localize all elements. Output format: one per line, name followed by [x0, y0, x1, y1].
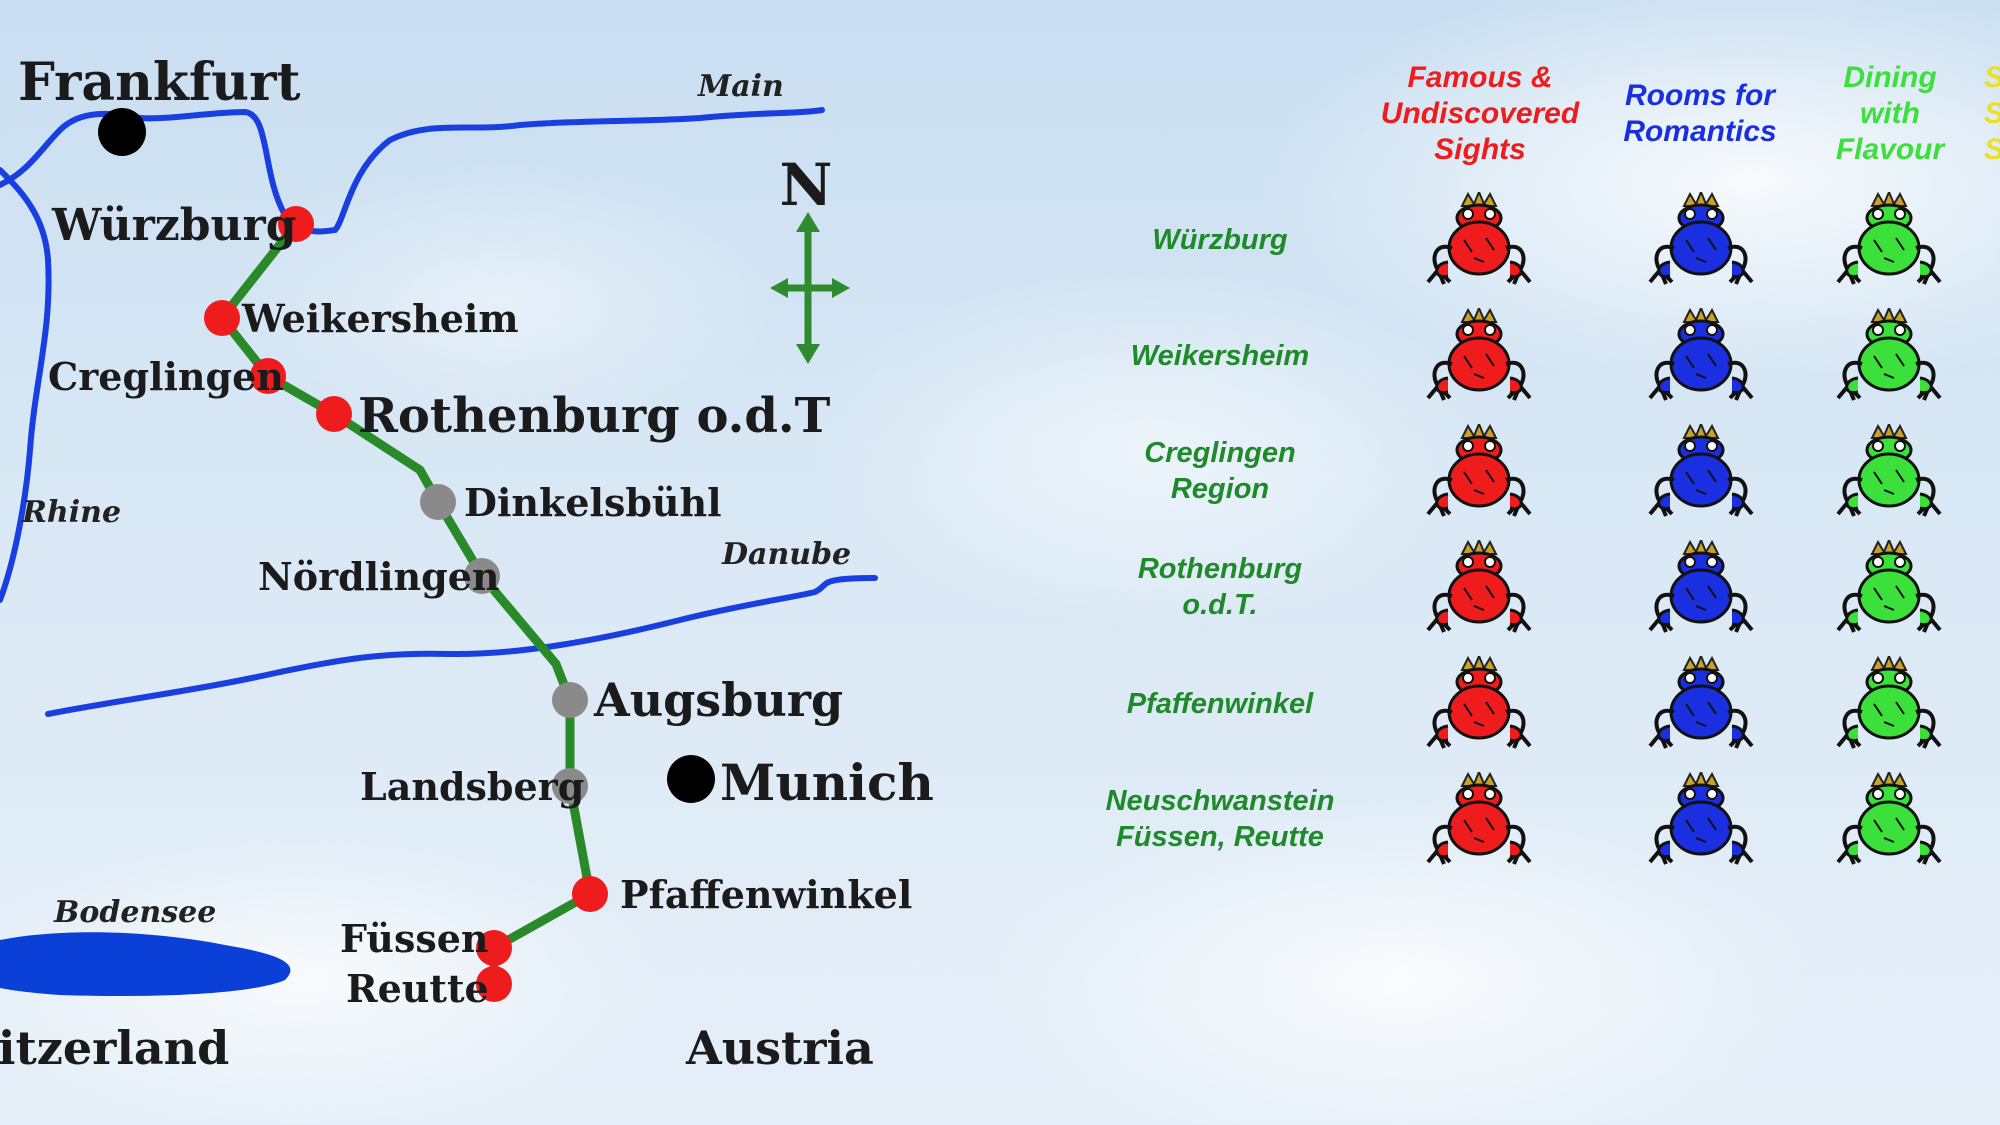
crowned-frog-icon	[1646, 305, 1756, 403]
crowned-frog-icon	[1834, 189, 1944, 287]
stop-dot-wurzburg	[278, 206, 314, 242]
stop-label-landsberg: Landsberg	[360, 764, 584, 809]
stop-label-reutte: Reutte	[346, 966, 489, 1011]
crowned-frog-icon	[1424, 189, 1534, 287]
crowned-frog-icon	[1834, 421, 1944, 519]
stop-dot-landsberg	[552, 768, 588, 804]
crowned-frog-icon	[1834, 653, 1944, 751]
crowned-frog-icon	[1424, 769, 1534, 867]
stop-dot-augsburg	[552, 682, 588, 718]
row-label-rothenburg: Rothenburg o.d.T.	[1137, 553, 1303, 621]
crowned-frog-icon	[1424, 537, 1534, 635]
stop-dot-nordlingen	[464, 558, 500, 594]
region-label-switzerland: itzerland	[0, 1021, 229, 1075]
stop-dot-rothenburg	[316, 396, 352, 432]
river-rhine	[0, 167, 52, 603]
crowned-frog-icon	[1424, 421, 1534, 519]
stop-label-wurzburg: Würzburg	[51, 200, 297, 251]
stop-dot-pfaffenwinkel	[572, 876, 608, 912]
crowned-frog-icon	[1646, 769, 1756, 867]
row-label-weikersheim: Weikersheim	[1130, 340, 1310, 372]
river-label-main: Main	[697, 69, 784, 104]
row-label-wurzburg: Würzburg	[1152, 224, 1288, 256]
stop-dot-reutte	[476, 966, 512, 1002]
stop-label-augsburg: Augsburg	[593, 673, 843, 727]
river-label-rhine: Rhine	[21, 495, 121, 530]
category-header-rooms: Rooms for Romantics	[1623, 79, 1777, 148]
row-label-creglingen: Creglingen Region	[1144, 437, 1296, 505]
category-header-fourth: S S S	[1984, 60, 2000, 168]
stop-label-pfaffenwinkel: Pfaffenwinkel	[620, 872, 912, 917]
stop-label-fussen: Füssen	[340, 916, 489, 961]
crowned-frog-icon	[1834, 769, 1944, 867]
crowned-frog-icon	[1646, 653, 1756, 751]
city-dot-munich	[667, 755, 715, 803]
compass-label: N	[779, 151, 832, 219]
city-dot-frankfurt	[98, 108, 146, 156]
lake-label-bodensee: Bodensee	[53, 895, 216, 930]
category-header-dining: Dining with Flavour	[1835, 61, 1945, 166]
crowned-frog-icon	[1834, 305, 1944, 403]
crowned-frog-icon	[1834, 537, 1944, 635]
row-label-pfaffenwinkel: Pfaffenwinkel	[1126, 688, 1314, 720]
stop-label-nordlingen: Nördlingen	[258, 554, 500, 599]
stop-label-rothenburg: Rothenburg o.d.T	[358, 388, 831, 444]
crowned-frog-icon	[1646, 421, 1756, 519]
crowned-frog-icon	[1646, 189, 1756, 287]
stop-dot-dinkelsbuhl	[420, 484, 456, 520]
city-label-munich: Munich	[720, 753, 934, 812]
stop-dot-creglingen	[250, 358, 286, 394]
row-label-neuschwanstein: Neuschwanstein Füssen, Reutte	[1105, 785, 1335, 853]
stop-label-dinkelsbuhl: Dinkelsbühl	[464, 480, 722, 525]
stop-label-creglingen: Creglingen	[48, 354, 284, 399]
crowned-frog-icon	[1424, 305, 1534, 403]
city-label-frankfurt: Frankfurt	[18, 52, 301, 113]
stop-label-weikersheim: Weikersheim	[241, 296, 519, 341]
river-label-danube: Danube	[721, 537, 851, 572]
crowned-frog-icon	[1424, 653, 1534, 751]
crowned-frog-icon	[1646, 537, 1756, 635]
lake-bodensee	[0, 932, 291, 997]
river-danube	[45, 575, 878, 717]
category-header-sights: Famous & Undiscovered Sights	[1380, 61, 1580, 166]
stop-dot-weikersheim	[204, 300, 240, 336]
compass: N	[770, 151, 850, 364]
region-label-austria: Austria	[685, 1021, 874, 1075]
stop-dot-fussen	[476, 930, 512, 966]
